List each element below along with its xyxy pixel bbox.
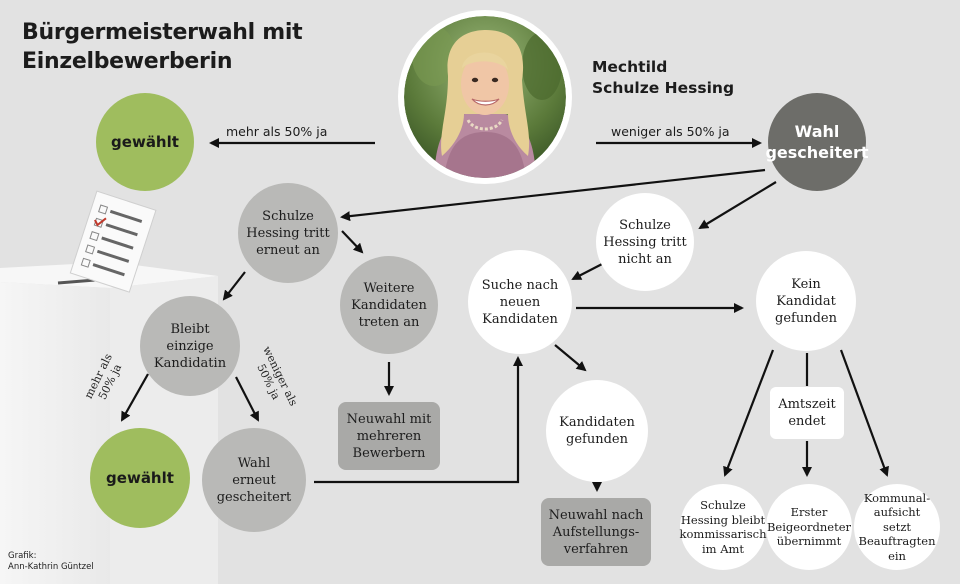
node-kommissarisch: Schulze Hessing bleibt kommissarisch im …	[680, 484, 766, 570]
node-tritt-nicht-an: Schulze Hessing tritt nicht an	[596, 193, 694, 291]
node-weitere-line-2: Kandidaten	[351, 297, 427, 313]
arrow-to-gefunden	[554, 344, 587, 372]
node-neuwahl-mehrere: Neuwahl mit mehreren Bewerbern	[338, 402, 440, 470]
node-gefunden-line-1: Kandidaten	[559, 415, 635, 430]
arrow-to-bleibt	[222, 271, 246, 301]
node-gewaehlt-bottom: gewählt	[90, 428, 190, 528]
arrow-erneut-to-suche	[314, 356, 523, 484]
node-weitere-line-1: Weitere	[363, 280, 415, 296]
node-beigeordneter: Erster Beigeordneter übernimmt	[766, 484, 852, 570]
person-name-line-2: Schulze Hessing	[592, 79, 735, 97]
portrait-frame	[398, 10, 572, 184]
node-weitere-kandidaten: Weitere Kandidaten treten an	[340, 256, 438, 354]
node-neuwahl-mehrere-line-3: Bewerbern	[352, 445, 426, 461]
node-kommunalaufsicht-line-3: Beauftragten	[858, 534, 936, 549]
node-tritt-erneut-an: Schulze Hessing tritt erneut an	[238, 183, 338, 283]
node-suche-kandidaten: Suche nach neuen Kandidaten	[468, 250, 572, 354]
node-weitere-line-3: treten an	[358, 314, 420, 330]
node-kein-line-2: Kandidat	[776, 293, 836, 309]
node-neuwahl-aufstellung-line-3: verfahren	[563, 541, 629, 557]
node-neuwahl-mehrere-line-2: mehreren	[356, 428, 422, 444]
node-beigeordneter-line-3: übernimmt	[776, 534, 842, 549]
node-amtszeit-endet: Amtszeit endet	[770, 387, 844, 439]
person-name: Mechtild Schulze Hessing	[592, 57, 734, 99]
node-kein-line-1: Kein	[791, 276, 821, 292]
node-bleibt-line-3: Kandidatin	[153, 355, 227, 371]
node-kandidaten-gefunden: Kandidaten gefunden	[546, 380, 648, 482]
node-suche-line-3: Kandidaten	[482, 311, 558, 327]
node-wahl-gescheitert: Wahl gescheitert	[765, 93, 869, 191]
node-suche-line-2: neuen	[499, 294, 541, 310]
node-gefunden-line-2: gefunden	[566, 432, 628, 447]
node-beigeordneter-line-2: Beigeordneter	[766, 519, 852, 534]
node-beigeordneter-line-1: Erster	[790, 505, 828, 520]
title-line-2: Einzelbewerberin	[22, 49, 233, 74]
node-kein-line-3: gefunden	[775, 310, 837, 326]
node-gewaehlt-top: gewählt	[96, 93, 194, 191]
node-neuwahl-mehrere-line-1: Neuwahl mit	[346, 411, 432, 427]
edge-label-less-than-50: weniger als 50% ja	[611, 124, 730, 139]
node-erneut-gescheitert-line-2: erneut	[232, 472, 276, 488]
node-kommissarisch-line-4: im Amt	[701, 541, 745, 556]
node-kommunalaufsicht-line-4: ein	[888, 548, 906, 563]
node-kommissarisch-line-3: kommissarisch	[679, 527, 767, 541]
node-neuwahl-aufstellung-line-2: Aufstellungs-	[552, 524, 640, 540]
ballot-paper-icon	[69, 190, 157, 293]
node-neuwahl-aufstellung-line-1: Neuwahl nach	[548, 507, 644, 523]
node-tritt-erneut-line-1: Schulze	[262, 208, 314, 224]
graphic-credit: Grafik: Ann-Kathrin Güntzel	[8, 551, 94, 573]
node-tritt-erneut-line-2: Hessing tritt	[246, 225, 330, 241]
arrows	[121, 138, 889, 492]
edge-label-more-than-50: mehr als 50% ja	[226, 124, 328, 139]
node-kommunalaufsicht-line-1: Kommunal-	[863, 490, 931, 505]
node-wahl-gescheitert-line-1: Wahl	[794, 122, 840, 141]
arrow-to-tritt-erneut	[340, 168, 766, 222]
node-bleibt-einzige: Bleibt einzige Kandidatin	[140, 296, 240, 396]
node-neuwahl-aufstellung: Neuwahl nach Aufstellungs- verfahren	[541, 498, 651, 566]
node-kommissarisch-line-1: Schulze	[700, 498, 746, 512]
credit-line-2: Ann-Kathrin Güntzel	[8, 562, 94, 572]
arrow-to-tritt-nicht	[698, 181, 777, 230]
title-line-1: Bürgermeisterwahl mit	[22, 20, 303, 45]
node-amtszeit-line-2: endet	[788, 414, 826, 429]
node-tritt-erneut-line-3: erneut an	[256, 242, 320, 258]
arrow-to-weitere	[341, 230, 364, 254]
portrait-image	[404, 16, 566, 178]
person-name-line-1: Mechtild	[592, 58, 668, 76]
arrow-to-kommissarisch	[723, 349, 775, 477]
node-kommunalaufsicht-line-2: aufsicht setzt	[873, 505, 921, 534]
node-bleibt-line-1: Bleibt	[170, 321, 210, 337]
node-erneut-gescheitert-line-1: Wahl	[237, 455, 271, 471]
node-tritt-nicht-line-1: Schulze	[619, 217, 671, 233]
node-kommunalaufsicht: Kommunal- aufsicht setzt Beauftragten ei…	[854, 484, 940, 570]
node-wahl-erneut-gescheitert: Wahl erneut gescheitert	[202, 428, 306, 532]
node-kommissarisch-line-2: Hessing bleibt	[680, 512, 766, 527]
credit-line-1: Grafik:	[8, 551, 37, 561]
node-kein-kandidat: Kein Kandidat gefunden	[756, 251, 856, 351]
node-suche-line-1: Suche nach	[481, 277, 559, 293]
node-tritt-nicht-line-2: Hessing tritt	[603, 234, 687, 250]
arrow-to-kommunalaufsicht	[839, 349, 889, 477]
page-title: Bürgermeisterwahl mit Einzelbewerberin	[22, 18, 303, 76]
node-wahl-gescheitert-line-2: gescheitert	[765, 143, 869, 162]
node-tritt-nicht-line-3: nicht an	[618, 251, 672, 267]
node-gewaehlt-bottom-label: gewählt	[106, 468, 174, 487]
arrow-to-suche	[571, 261, 607, 280]
node-gewaehlt-top-label: gewählt	[111, 132, 179, 151]
arrow-to-gewaehlt-bottom	[121, 373, 149, 422]
node-amtszeit-line-1: Amtszeit	[778, 397, 836, 412]
node-erneut-gescheitert-line-3: gescheitert	[216, 489, 292, 505]
arrow-to-erneut-gescheitert	[235, 376, 259, 422]
node-bleibt-line-2: einzige	[166, 338, 214, 354]
